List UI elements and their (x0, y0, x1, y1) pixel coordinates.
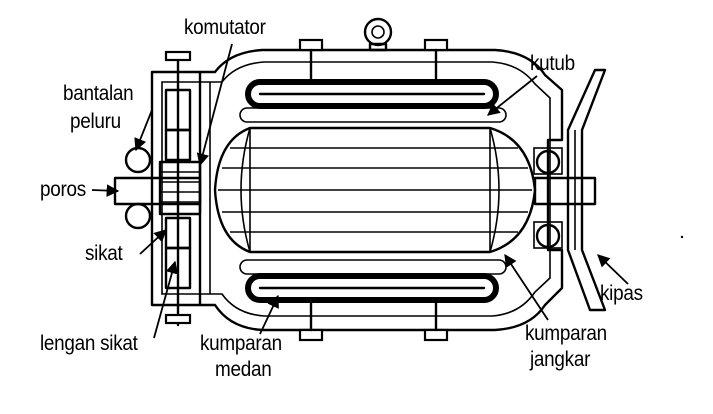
label-komutator: komutator (184, 16, 266, 39)
label-kutub: kutub (530, 52, 575, 75)
armature (213, 126, 537, 254)
brush-assembly (164, 50, 192, 327)
field-winding-top (245, 79, 499, 109)
label-bantalan: bantalan (63, 82, 134, 105)
commutator (158, 160, 202, 216)
stray-dot (680, 235, 684, 239)
label-poros: poros (40, 178, 86, 201)
fan (566, 68, 607, 312)
label-lengan-sikat: lengan sikat (40, 332, 138, 355)
label-kumparan-jangkar: kumparan (525, 322, 607, 345)
label-medan: medan (215, 358, 272, 381)
field-winding-bottom (245, 273, 499, 303)
pole-bolts (298, 38, 449, 342)
label-kumparan-medan: kumparan (200, 332, 282, 355)
label-peluru: peluru (70, 110, 121, 133)
pole-shoes (239, 107, 507, 275)
label-kipas: kipas (600, 282, 643, 305)
label-jangkar: jangkar (530, 348, 591, 371)
lifting-eye (363, 17, 393, 52)
label-sikat: sikat (85, 242, 123, 265)
leader-lines (91, 43, 629, 339)
bearings (124, 146, 563, 249)
